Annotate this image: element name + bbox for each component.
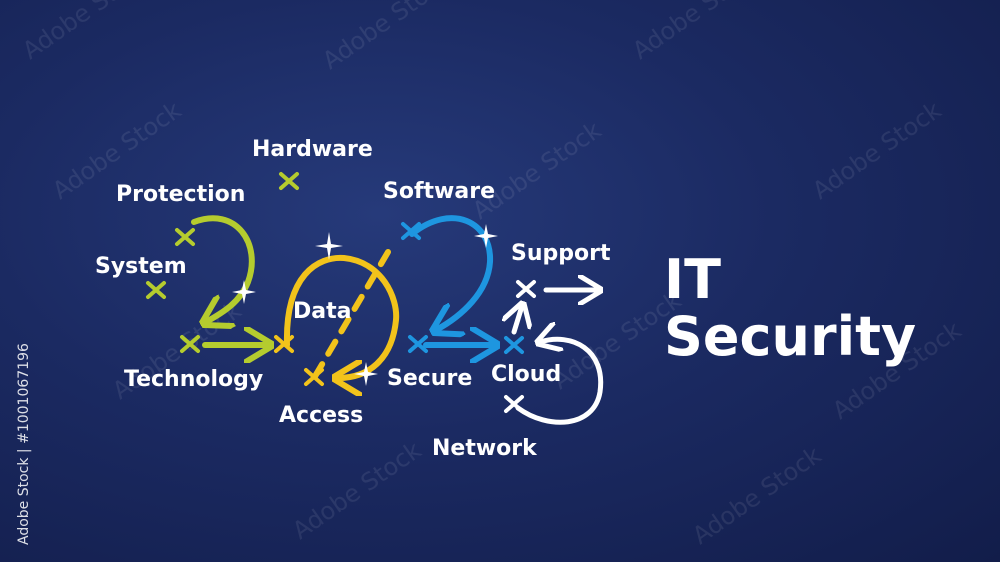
keyword-cloud: Cloud: [491, 362, 561, 387]
sparkle-icon: [232, 280, 256, 304]
watermark-text: Adobe Stock: [467, 116, 606, 225]
cross-marker-icon: [304, 368, 324, 386]
cross-marker-icon: [504, 336, 524, 354]
sparkle-icon: [354, 362, 378, 386]
sparkle-icon: [315, 232, 343, 260]
cross-marker-icon: [516, 280, 536, 298]
digit-two-green: [191, 215, 268, 345]
watermark-text: Adobe Stock: [687, 441, 826, 550]
watermark-text: Adobe Stock: [627, 0, 766, 65]
title-line-security: Security: [664, 305, 916, 368]
stock-id-caption: Adobe Stock | #1001067196: [16, 343, 32, 545]
cross-marker-icon: [504, 395, 524, 413]
title-line-it: IT: [664, 248, 721, 311]
watermark-text: Adobe Stock: [317, 0, 456, 75]
keyword-hardware: Hardware: [252, 137, 373, 162]
cross-marker-icon: [180, 335, 200, 353]
sparkle-icon: [474, 224, 498, 248]
keyword-secure: Secure: [387, 366, 472, 391]
keyword-software: Software: [383, 179, 495, 204]
cross-marker-icon: [408, 335, 428, 353]
keyword-access: Access: [279, 403, 363, 428]
cross-marker-icon: [146, 281, 166, 299]
keyword-protection: Protection: [116, 182, 245, 207]
cross-marker-icon: [401, 222, 421, 240]
digit-two-blue: [409, 215, 494, 345]
cross-marker-icon: [279, 172, 299, 190]
digit-zero-yellow: [283, 249, 400, 378]
watermark-text: Adobe Stock: [287, 436, 426, 545]
keyword-data: Data: [293, 299, 351, 324]
watermark-text: Adobe Stock: [807, 96, 946, 205]
watermark-text: Adobe Stock: [17, 0, 156, 65]
digit-five-white: [514, 290, 604, 425]
keyword-network: Network: [432, 436, 538, 461]
cross-marker-icon: [274, 335, 294, 353]
cross-marker-icon: [175, 228, 195, 246]
keyword-support: Support: [511, 241, 611, 266]
keyword-system: System: [95, 254, 187, 279]
keyword-technology: Technology: [124, 367, 263, 392]
